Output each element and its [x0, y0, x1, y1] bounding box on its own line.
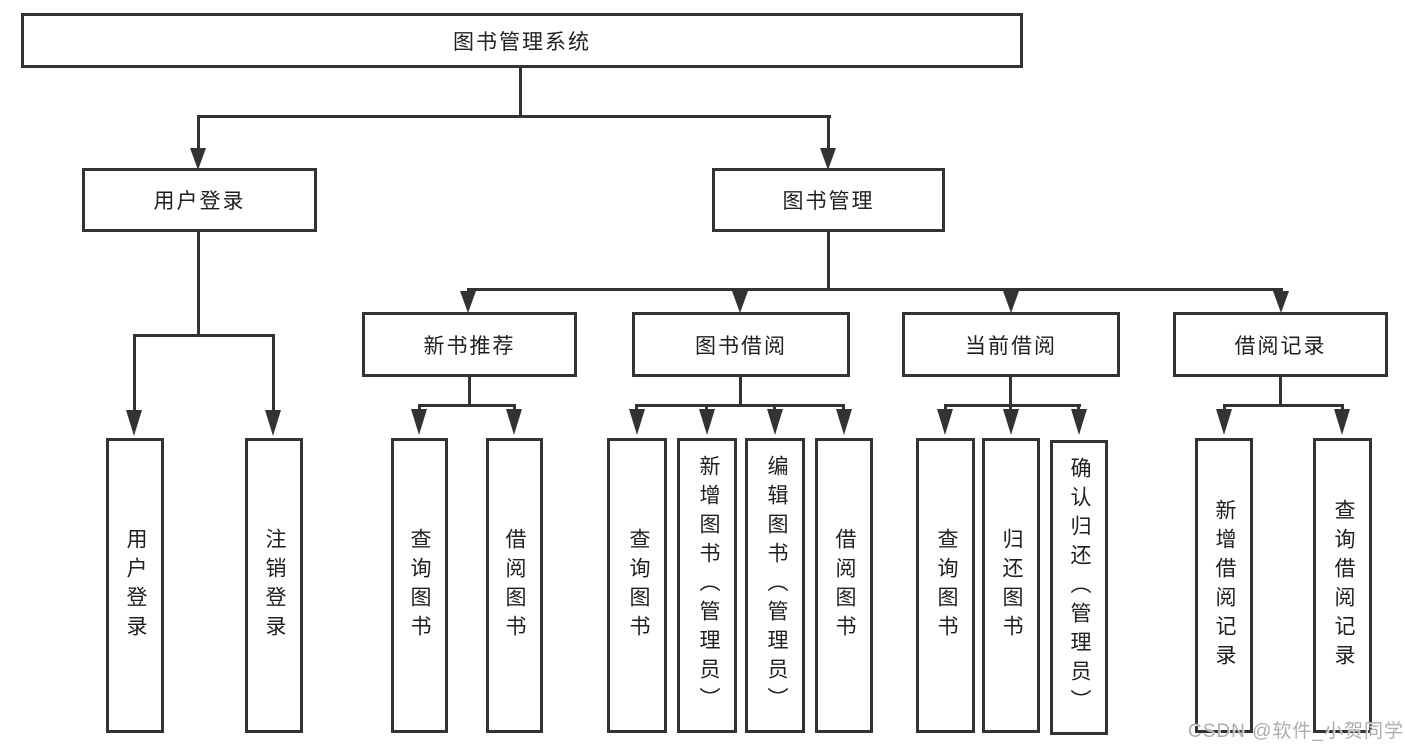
node-library-management-system: 图书管理系统 [21, 13, 1023, 68]
connector-line [513, 404, 516, 411]
arrowhead-icon [1216, 409, 1232, 435]
node-borrowing-records: 借阅记录 [1173, 312, 1388, 377]
node-book-borrowing: 图书借阅 [632, 312, 850, 377]
arrowhead-icon [629, 409, 645, 435]
connector-line [468, 377, 471, 406]
arrowhead-icon [1334, 409, 1350, 435]
connector-line [827, 115, 830, 150]
arrowhead-icon [767, 409, 783, 435]
connector-line [272, 334, 275, 412]
arrowhead-icon [836, 409, 852, 435]
leaf-query-books-current: 查询图书 [916, 438, 975, 733]
leaf-logout: 注销登录 [245, 438, 303, 733]
node-user-login: 用户登录 [82, 168, 317, 232]
node-book-management: 图书管理 [712, 168, 945, 232]
connector-line [1223, 404, 1344, 407]
arrowhead-icon [1273, 291, 1289, 313]
leaf-user-login: 用户登录 [106, 438, 164, 733]
leaf-borrow-books-borrowing: 借阅图书 [815, 438, 873, 733]
connector-line [635, 404, 638, 411]
connector-line [133, 334, 275, 337]
arrowhead-icon [1071, 409, 1087, 435]
arrowhead-icon [732, 291, 748, 313]
arrowhead-icon [506, 409, 522, 435]
arrowhead-icon [699, 409, 715, 435]
connector-line [705, 404, 708, 411]
connector-line [1009, 377, 1012, 406]
connector-line [197, 232, 200, 336]
connector-line [1223, 404, 1226, 411]
connector-line [519, 68, 522, 117]
connector-line [418, 404, 516, 407]
arrowhead-icon [460, 291, 476, 313]
connector-line [827, 232, 830, 290]
arrowhead-icon [190, 148, 206, 170]
connector-line [944, 404, 1081, 407]
node-current-borrowing: 当前借阅 [902, 312, 1120, 377]
leaf-query-books-borrowing: 查询图书 [607, 438, 667, 733]
leaf-return-books: 归还图书 [982, 438, 1040, 733]
leaf-edit-book-admin: 编辑图书（管理员） [745, 438, 805, 733]
leaf-add-book-admin: 新增图书（管理员） [677, 438, 737, 733]
connector-line [1279, 377, 1282, 406]
leaf-borrow-books-recommend: 借阅图书 [486, 438, 543, 733]
leaf-confirm-return-admin: 确认归还（管理员） [1050, 440, 1108, 735]
arrowhead-icon [126, 410, 142, 436]
arrowhead-icon [937, 409, 953, 435]
connector-line [773, 404, 776, 411]
connector-line [418, 404, 421, 411]
connector-line [944, 404, 947, 411]
connector-line [1009, 404, 1012, 411]
arrowhead-icon [1003, 291, 1019, 313]
connector-line [1341, 404, 1344, 411]
connector-line [739, 377, 742, 406]
connector-line [1077, 404, 1080, 411]
leaf-query-books-recommend: 查询图书 [391, 438, 448, 733]
connector-line [197, 115, 831, 118]
arrowhead-icon [820, 148, 836, 170]
connector-line [467, 288, 1283, 291]
connector-line [842, 404, 845, 411]
arrowhead-icon [411, 409, 427, 435]
connector-line [197, 115, 200, 150]
connector-line [133, 334, 136, 412]
arrowhead-icon [1003, 409, 1019, 435]
node-new-book-recommendation: 新书推荐 [362, 312, 577, 377]
connector-line [635, 404, 845, 407]
watermark: CSDN @软件_小贺同学 [1188, 721, 1404, 742]
leaf-add-borrow-record: 新增借阅记录 [1195, 438, 1253, 733]
leaf-query-borrow-record: 查询借阅记录 [1313, 438, 1372, 733]
arrowhead-icon [265, 410, 281, 436]
